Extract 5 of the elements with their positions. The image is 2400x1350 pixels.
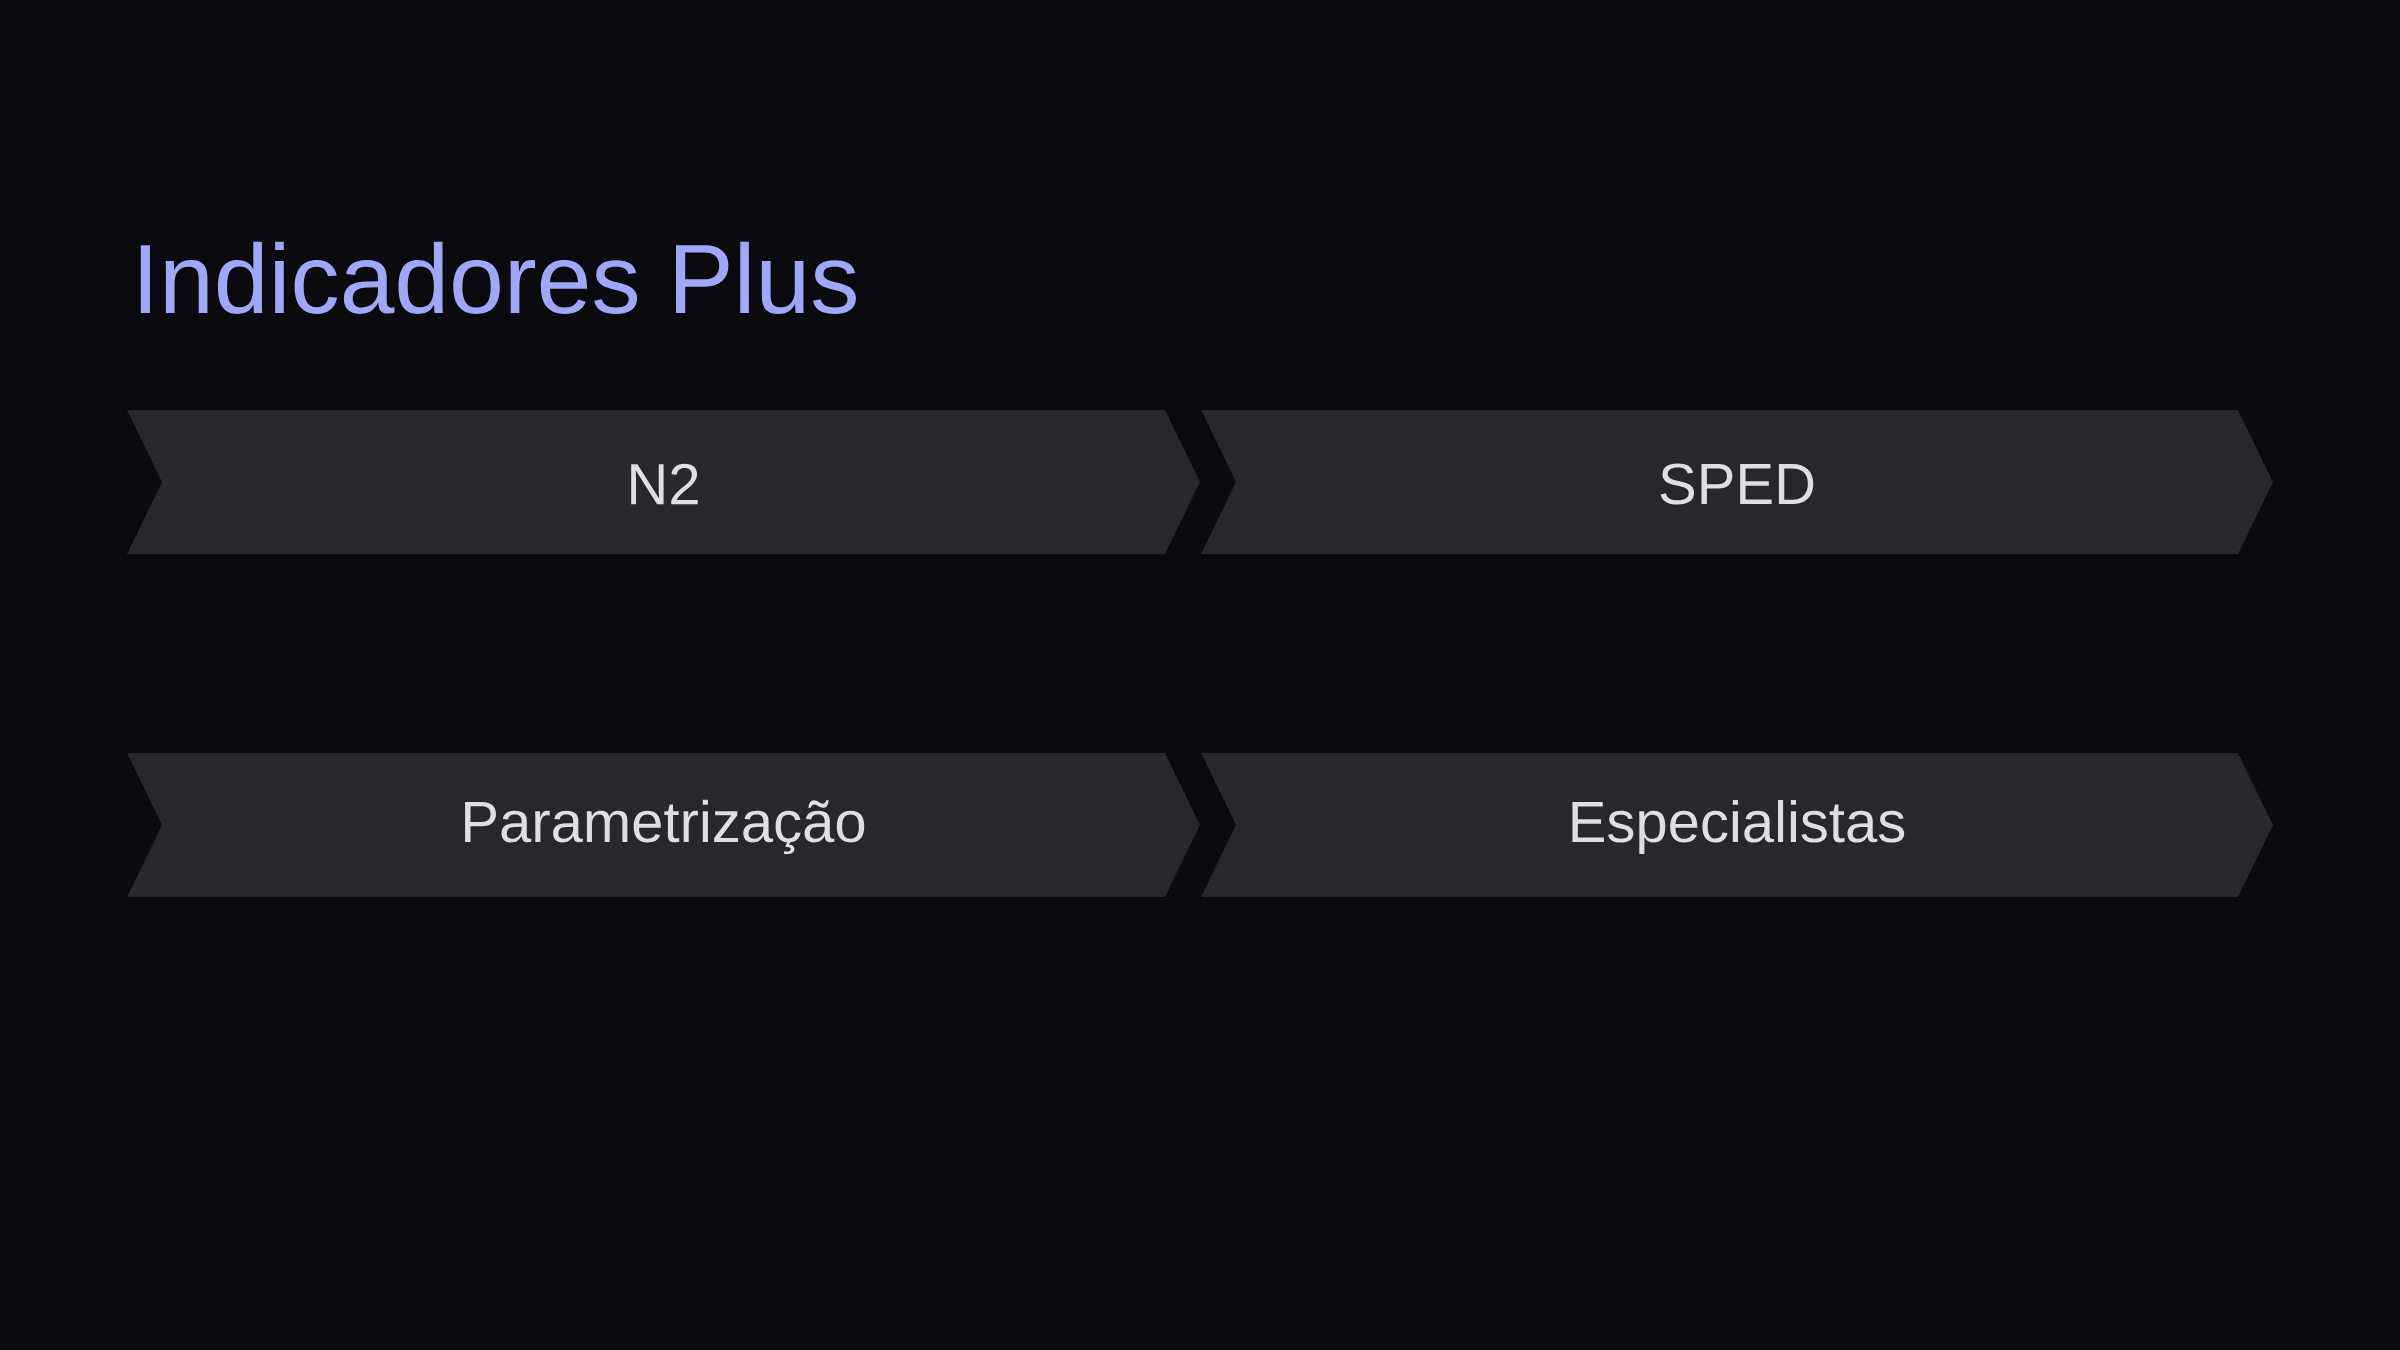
chevron-box: N2 — [127, 410, 1200, 554]
chevron-box: Parametrização — [127, 753, 1200, 898]
title: Indicadores Plus — [140, 241, 856, 314]
chevron-box: Especialistas — [1201, 753, 2274, 898]
chevron-box: SPED — [1201, 410, 2274, 554]
